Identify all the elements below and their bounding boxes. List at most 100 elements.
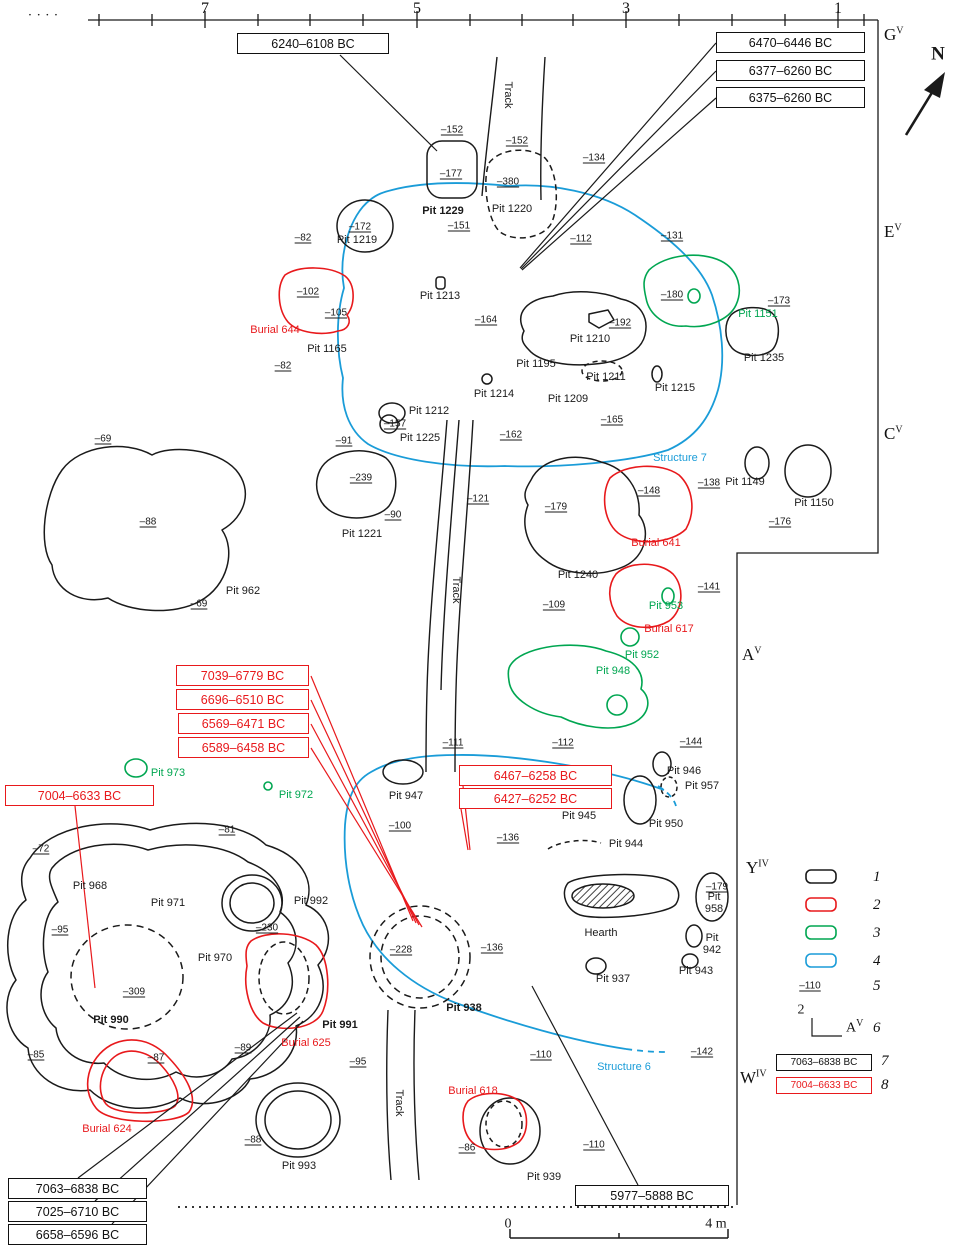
pit-948-inner bbox=[606, 694, 628, 716]
pit-1151-inner bbox=[687, 288, 701, 304]
structure-7-outline bbox=[336, 182, 724, 468]
elevation-label: –111 bbox=[442, 737, 464, 749]
elevation-label: –121 bbox=[466, 493, 490, 505]
elevation-label: –69 bbox=[94, 433, 112, 445]
grid-label-c: CV bbox=[884, 424, 903, 443]
pit-1229-outline bbox=[426, 140, 478, 199]
pit-1210-outline bbox=[520, 290, 647, 366]
pit-label: Pit 948 bbox=[595, 664, 631, 677]
legend-swatch-black bbox=[805, 869, 837, 884]
legend-swatch-green bbox=[805, 925, 837, 940]
burial-label: Burial 644 bbox=[250, 323, 300, 336]
date-box: 6470–6446 BC bbox=[716, 32, 865, 53]
grid-label-y: YIV bbox=[746, 858, 769, 877]
date-box: 7025–6710 BC bbox=[8, 1201, 147, 1222]
elevation-label: –230 bbox=[255, 922, 279, 934]
date-box: 6569–6471 BC bbox=[178, 713, 309, 734]
pit-label: Pit 950 bbox=[648, 817, 684, 830]
pit-993-outline bbox=[255, 1082, 341, 1158]
burial-label: Burial 641 bbox=[631, 536, 681, 549]
pit-label: Pit 1219 bbox=[336, 233, 378, 246]
elevation-label: –89 bbox=[234, 1042, 252, 1054]
elevation-label: –177 bbox=[439, 168, 463, 180]
pit-962-outline bbox=[43, 445, 247, 612]
legend-swatch-blue bbox=[805, 953, 837, 968]
burial-624-outer bbox=[86, 1039, 194, 1123]
pit-990-complex-outer bbox=[6, 822, 330, 1109]
pit-label: Pit 993 bbox=[281, 1159, 317, 1172]
pit-label: Pit 938 bbox=[446, 1001, 482, 1014]
pit-1215-outline bbox=[651, 365, 663, 383]
pit-1149-outline bbox=[744, 446, 770, 480]
legend-swatch-red bbox=[805, 897, 837, 912]
north-arrow-icon bbox=[904, 72, 945, 136]
elevation-label: –173 bbox=[767, 295, 791, 307]
elevation-label: –179 bbox=[544, 501, 568, 513]
elevation-label: –380 bbox=[496, 176, 520, 188]
pit-990-complex-inner bbox=[40, 843, 297, 1081]
elevation-label: –162 bbox=[499, 429, 523, 441]
burial-label: Burial 618 bbox=[448, 1084, 498, 1097]
pit-label: Pit 1195 bbox=[516, 357, 556, 370]
elevation-label: –88 bbox=[139, 516, 157, 528]
pit-1150-outline bbox=[784, 444, 832, 498]
hearth-outline bbox=[563, 873, 680, 919]
elevation-label: –91 bbox=[335, 435, 353, 447]
elevation-label: –144 bbox=[679, 736, 703, 748]
pit-outlines-black bbox=[6, 140, 832, 1165]
elevation-label: –148 bbox=[637, 485, 661, 497]
legend-section-elbow bbox=[811, 1018, 842, 1037]
pit-1235-outline bbox=[725, 306, 780, 357]
pit-label: Pit 945 bbox=[561, 809, 597, 822]
north-label: N bbox=[931, 43, 945, 65]
elevation-label: –112 bbox=[552, 737, 574, 749]
pit-943-outline bbox=[681, 953, 699, 969]
grid-label-g: GV bbox=[884, 25, 904, 44]
pit-946-outline bbox=[652, 751, 672, 777]
scale-zero-label: 0 bbox=[504, 1216, 512, 1232]
pit-938-outline bbox=[369, 905, 471, 1009]
tracks bbox=[386, 56, 546, 1181]
ruler-dots: ···· bbox=[27, 8, 63, 24]
legend-swatches bbox=[805, 869, 842, 1037]
elevation-label: –239 bbox=[349, 472, 373, 484]
pit-944-dashed bbox=[547, 839, 602, 850]
burial-624-inner bbox=[99, 1050, 179, 1114]
pit-label: Pit 1165 bbox=[307, 342, 347, 355]
elevation-label: –180 bbox=[660, 289, 684, 301]
legend-key-7: 7 bbox=[881, 1053, 889, 1069]
pit-label: Pit 943 bbox=[678, 964, 714, 977]
pit-938-inner bbox=[380, 915, 460, 999]
structure-6-dashed-edge bbox=[657, 785, 677, 807]
pit-950-outline bbox=[623, 775, 657, 825]
date-box: 5977–5888 BC bbox=[575, 1185, 729, 1206]
pit-label: Pit 1235 bbox=[743, 351, 785, 364]
pit-label: Pit 971 bbox=[150, 896, 186, 909]
pit-label: Pit 973 bbox=[150, 766, 186, 779]
pit-label: Pit 944 bbox=[608, 837, 644, 850]
elevation-label: –85 bbox=[27, 1049, 45, 1061]
pit-label: Pit 1240 bbox=[557, 568, 599, 581]
pit-973-outline bbox=[124, 758, 148, 778]
elevation-label: –105 bbox=[324, 307, 348, 319]
legend-key-5: 5 bbox=[873, 978, 881, 994]
burial-label: Burial 624 bbox=[82, 1122, 132, 1135]
pit-label: Pit 947 bbox=[388, 789, 424, 802]
pit-952-outline bbox=[620, 627, 640, 647]
pit-947-outline bbox=[382, 759, 424, 785]
structure-label: Structure 7 bbox=[653, 451, 707, 464]
pit-1151-outline bbox=[643, 254, 740, 328]
elevation-label: –87 bbox=[147, 1052, 165, 1064]
legend-key-6: 6 bbox=[873, 1020, 881, 1036]
elevation-label: –141 bbox=[697, 581, 721, 593]
elevation-label: –192 bbox=[608, 317, 632, 329]
pit-1210-inner bbox=[588, 309, 615, 329]
pit-1212-outline bbox=[378, 402, 406, 424]
pit-label: Pit 1151 bbox=[738, 307, 778, 320]
pit-label: Pit 1229 bbox=[422, 204, 464, 217]
elevation-label: –81 bbox=[218, 824, 236, 836]
pit-953-outline bbox=[661, 587, 675, 605]
structure-label: Structure 6 bbox=[597, 1060, 651, 1073]
